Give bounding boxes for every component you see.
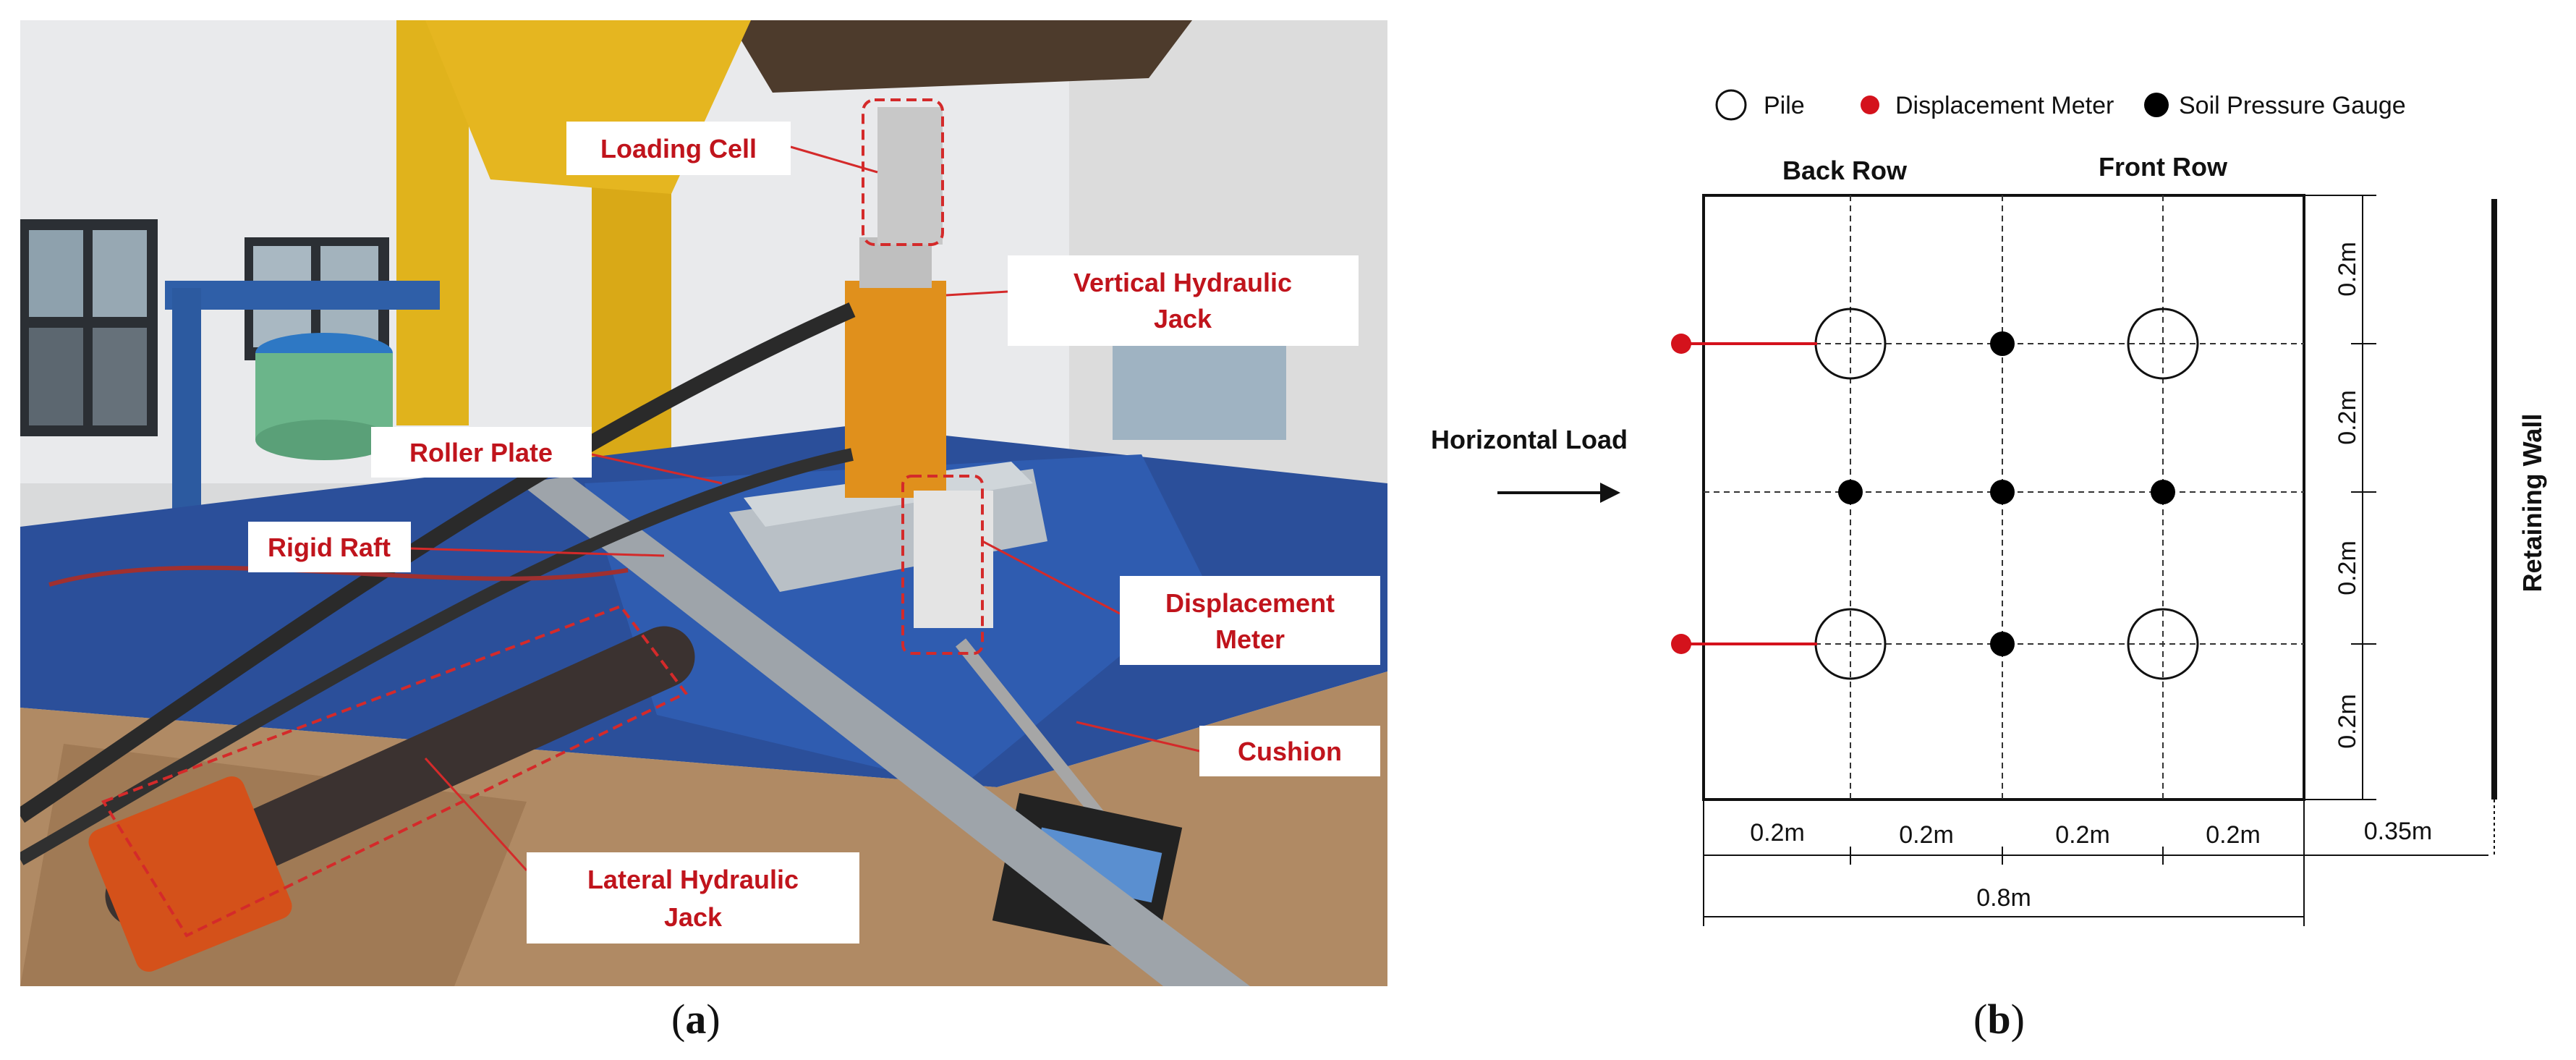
displacement-meter-highlight [901, 475, 984, 655]
legend-pile-label: Pile [1764, 92, 1805, 119]
displacement-meter [1671, 634, 1691, 654]
vertical-dim-label: 0.2m [2334, 242, 2361, 297]
lateral-jack-highlight [101, 604, 689, 938]
experiment-photo: Loading Cell Vertical Hydraulic Jack Rol… [15, 20, 1387, 986]
legend-displacement-meter-symbol [1861, 96, 1879, 114]
rail [519, 476, 1250, 986]
horizontal-dim-label: 0.2m [2055, 821, 2110, 849]
reaction-beam [729, 20, 1192, 93]
window [20, 219, 158, 436]
label-lateral-jack-line2: Jack [664, 902, 723, 932]
loading-cell [877, 107, 943, 245]
label-box-lateral-jack [527, 852, 859, 944]
horizontal-dim-label: 0.2m [1899, 821, 1954, 849]
displacement-meter [1671, 334, 1691, 354]
soil-pressure-gauge [1990, 480, 2015, 504]
vertical-dimension-line [2304, 195, 2376, 800]
label-vertical-jack-line1: Vertical Hydraulic [1074, 268, 1292, 297]
soil-pressure-gauge [1990, 632, 2015, 656]
label-displacement-meter-line1: Displacement [1165, 588, 1335, 618]
legend-soil-pressure-gauge-symbol [2144, 93, 2169, 117]
label-lateral-jack-line1: Lateral Hydraulic [587, 865, 799, 894]
vertical-dim-label: 0.2m [2334, 694, 2361, 749]
label-box-roller-plate [371, 427, 592, 478]
photo-panel: Loading Cell Vertical Hydraulic Jack Rol… [15, 20, 1387, 986]
soil-pressure-gauge [1838, 480, 1863, 504]
total-width-label: 0.8m [1976, 884, 2031, 912]
label-roller-plate: Roller Plate [409, 438, 553, 467]
label-box-cushion [1199, 726, 1380, 776]
soil-pressure-gauge [1990, 331, 2015, 356]
loading-cell-highlight [862, 98, 944, 246]
label-displacement-meter-line2: Meter [1215, 624, 1285, 654]
pile [2127, 608, 2199, 680]
diagram-panel: Pile Displacement Meter Soil Pressure Ga… [1418, 43, 2561, 962]
retaining-wall-label: Retaining Wall [2517, 414, 2547, 593]
vertical-dim-label: 0.2m [2334, 540, 2361, 595]
wall-distance-label: 0.35m [2364, 818, 2433, 845]
displacement-meter [914, 491, 993, 628]
horizontal-dim-label: 0.2m [1750, 819, 1805, 847]
grid-lines [1704, 195, 2304, 800]
label-loading-cell: Loading Cell [600, 134, 757, 164]
vertical-jack [845, 281, 946, 498]
horizontal-load-label: Horizontal Load [1431, 425, 1628, 454]
label-box-displacement-meter [1120, 576, 1380, 665]
legend: Pile Displacement Meter Soil Pressure Ga… [1715, 89, 2406, 121]
soil-pressure-gauge [2151, 480, 2175, 504]
pile-layout-diagram: Pile Displacement Meter Soil Pressure Ga… [1431, 89, 2547, 926]
label-rigid-raft: Rigid Raft [268, 533, 391, 562]
row-label-front: Front Row [2099, 152, 2228, 182]
label-vertical-jack-line2: Jack [1154, 304, 1212, 334]
caption-a: (a) [671, 996, 720, 1043]
vertical-dim-label: 0.2m [2334, 390, 2361, 445]
row-label-back: Back Row [1782, 156, 1908, 185]
label-box-loading-cell [566, 122, 791, 175]
raft-outline [1702, 194, 2305, 801]
pile [2127, 308, 2199, 380]
caption-b: (b) [1973, 996, 2025, 1043]
label-box-vertical-jack [1008, 255, 1359, 346]
label-cushion: Cushion [1238, 737, 1342, 766]
legend-soil-pressure-gauge-label: Soil Pressure Gauge [2179, 92, 2406, 119]
horizontal-dimension-line [1703, 800, 2495, 926]
legend-pile-symbol [1715, 89, 1747, 121]
legend-displacement-meter-label: Displacement Meter [1895, 92, 2114, 119]
label-box-rigid-raft [248, 522, 411, 572]
horizontal-load-arrow [1497, 483, 1620, 503]
horizontal-dim-label: 0.2m [2206, 821, 2261, 849]
